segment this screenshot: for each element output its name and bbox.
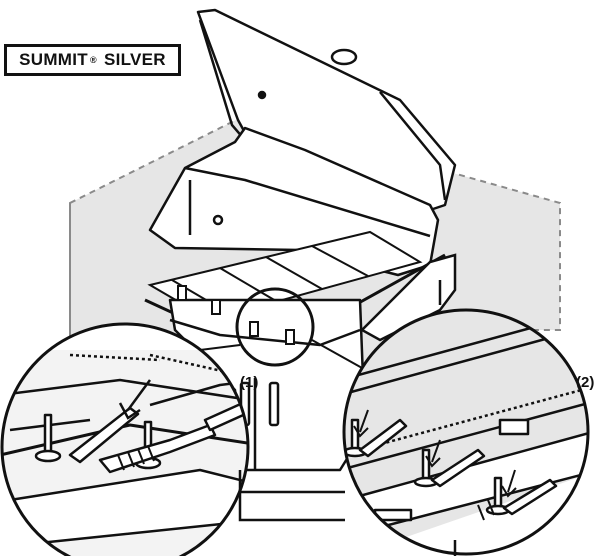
arrow-down-icon xyxy=(501,469,517,498)
badge-brand: SUMMIT xyxy=(19,50,88,69)
detail-right xyxy=(342,308,590,556)
callout-label-1: (1) xyxy=(240,374,259,391)
badge-reg-mark: ® xyxy=(89,55,97,65)
callout-label-2: (2) xyxy=(576,374,595,391)
arrow-down-icon xyxy=(118,379,152,420)
grill-base xyxy=(238,470,457,556)
badge-model: SILVER xyxy=(103,50,166,69)
arrow-down-icon xyxy=(425,439,441,468)
arrow-down-icon xyxy=(353,409,369,438)
leader-line-left xyxy=(199,344,241,351)
control-valves xyxy=(177,285,295,345)
zoom-circle-center xyxy=(235,287,315,367)
detail-left xyxy=(0,322,250,556)
model-badge: SUMMIT® SILVER xyxy=(4,44,181,76)
